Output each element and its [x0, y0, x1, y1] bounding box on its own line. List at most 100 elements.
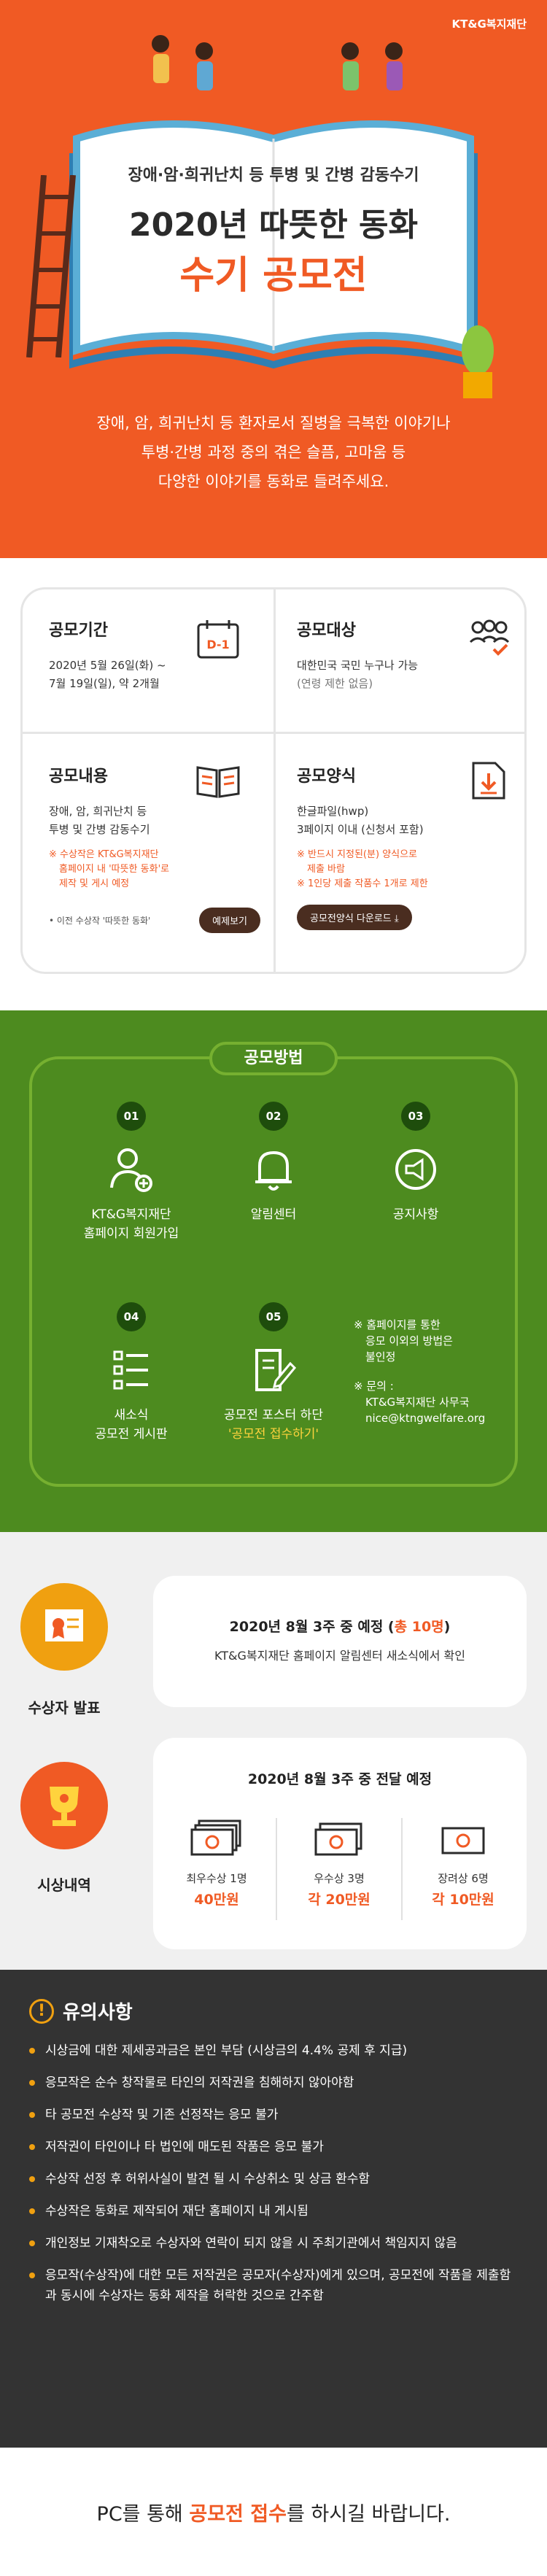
- caution-list: 시상금에 대한 제세공과금은 본인 부담 (시상금의 4.4% 공제 후 지급)…: [29, 2041, 518, 2306]
- period-line: 7월 19일(일), 약 2개월: [49, 677, 160, 690]
- caution-item: 개인정보 기재착오로 수상자와 연락이 되지 않을 시 주최기관에서 책임지지 …: [29, 2233, 518, 2254]
- divider: [23, 732, 524, 734]
- hero-intro: 장애, 암, 희귀난치 등 환자로서 질병을 극복한 이야기나 투병·간병 과정…: [0, 409, 547, 496]
- exclamation-icon: !: [29, 1998, 54, 2024]
- method-note-spacer: [354, 1365, 485, 1378]
- format-line: 3페이지 이내 (신청서 포함): [297, 823, 424, 836]
- apply-link-text: '공모전 접수하기': [228, 1427, 319, 1442]
- method-notes: ※ 홈페이지를 통한 응모 이외의 방법은 불인정 ※ 문의 : KT&G복지재…: [354, 1317, 485, 1426]
- prize-label: 시상내역: [37, 1876, 91, 1894]
- caution-item: 응모작은 순수 창작물로 타인의 저작권을 침해하지 않아야함: [29, 2073, 518, 2093]
- caution-title: 유의사항: [63, 2002, 133, 2024]
- step-number: 05: [259, 1302, 288, 1331]
- step-label: 공지사항: [339, 1205, 492, 1224]
- target-cell: 공모대상 대한민국 국민 누구나 가능 (연령 제한 없음): [297, 617, 532, 693]
- caution-section: ! 유의사항 시상금에 대한 제세공과금은 본인 부담 (시상금의 4.4% 공…: [0, 1970, 547, 2448]
- format-note-line: ※ 반드시 지정된(분) 양식으로: [297, 849, 417, 860]
- divider: [401, 1818, 403, 1920]
- prize-amount: 40만원: [194, 1892, 239, 1908]
- ladder-figure-illustration: [26, 175, 76, 357]
- step-number: 01: [117, 1102, 146, 1131]
- calendar-icon: D-1: [197, 620, 239, 659]
- step-label-line: KT&G복지재단: [91, 1207, 171, 1222]
- caution-item: 응모작(수상작)에 대한 모든 저작권은 공모자(수상자)에게 있으며, 공모전…: [29, 2265, 518, 2306]
- divider: [276, 1818, 277, 1920]
- caution-heading: ! 유의사항: [29, 1997, 518, 2024]
- step-label-line: 공모전 게시판: [95, 1427, 168, 1442]
- info-card: 공모기간 2020년 5월 26일(화) ~ 7월 19일(일), 약 2개월 …: [20, 587, 527, 974]
- prev-winner-text: • 이전 수상작 '따뜻한 동화': [49, 916, 151, 926]
- announce-badge: [20, 1583, 108, 1671]
- announce-sub: KT&G복지재단 홈페이지 알림센터 새소식에서 확인: [214, 1649, 465, 1663]
- hero-intro-line: 투병·간병 과정 중의 겪은 슬픔, 고마움 등: [141, 444, 406, 461]
- step-label-line: 새소식: [114, 1408, 149, 1423]
- certificate-icon: [45, 1609, 83, 1641]
- step-number: 03: [401, 1102, 430, 1131]
- method-step-4: 04 새소식 공모전 게시판: [55, 1302, 208, 1444]
- announce-title-text: ): [443, 1619, 451, 1635]
- money-stack-icon: [314, 1822, 362, 1856]
- cactus-plant-illustration: [462, 325, 494, 398]
- divider: [274, 589, 276, 972]
- method-step-5: 05 공모전 포스터 하단 '공모전 접수하기': [197, 1302, 350, 1444]
- caution-item: 타 공모전 수상작 및 기존 선정작는 응모 불가: [29, 2105, 518, 2125]
- step-label: 공모전 포스터 하단 '공모전 접수하기': [197, 1406, 350, 1444]
- hero-intro-line: 다양한 이야기를 동화로 들려주세요.: [158, 473, 389, 490]
- announce-title-accent: 총 10명: [394, 1619, 444, 1635]
- target-line: 대한민국 국민 누구나 가능: [297, 659, 419, 672]
- step-label-line: 알림센터: [250, 1207, 297, 1222]
- brand-logo: KT&G복지재단: [451, 18, 527, 31]
- prize-badge: [20, 1762, 108, 1849]
- content-line: 장애, 암, 희귀난치 등: [49, 805, 147, 818]
- period-cell: 공모기간 2020년 5월 26일(화) ~ 7월 19일(일), 약 2개월: [49, 617, 284, 693]
- example-button[interactable]: 예제보기: [199, 908, 260, 933]
- trophy-icon: [50, 1787, 79, 1826]
- footer-accent: 공모전 접수: [189, 2502, 287, 2526]
- content-note-line: ※ 수상작은 KT&G복지재단: [49, 849, 159, 860]
- money-bill-icon: [441, 1827, 485, 1854]
- step-label-line: 공모전 포스터 하단: [224, 1408, 323, 1423]
- step-number: 04: [117, 1302, 146, 1331]
- list-board-icon: [113, 1350, 148, 1390]
- hero-title-line2: 수기 공모전: [179, 254, 368, 298]
- contact-email[interactable]: nice@ktngwelfare.org: [365, 1412, 486, 1425]
- method-note-line: 불인정: [365, 1350, 396, 1364]
- announce-title: 2020년 8월 3주 중 예정 (총 10명): [153, 1616, 527, 1636]
- format-cell: 공모양식 한글파일(hwp) 3페이지 이내 (신청서 포함) ※ 반드시 지정…: [297, 763, 532, 930]
- download-form-button[interactable]: 공모전양식 다운로드 ⤓: [297, 905, 412, 930]
- caution-item: 시상금에 대한 제세공과금은 본인 부담 (시상금의 4.4% 공제 후 지급): [29, 2041, 518, 2061]
- prize-name: 최우수상 1명: [186, 1872, 247, 1885]
- prev-winner-row: • 이전 수상작 '따뜻한 동화' 예제보기: [49, 908, 260, 933]
- megaphone-icon: [395, 1149, 436, 1190]
- step-label-line: 공지사항: [392, 1207, 439, 1222]
- step-label: 새소식 공모전 게시판: [55, 1406, 208, 1444]
- announce-label: 수상자 발표: [28, 1699, 101, 1717]
- period-line: 2020년 5월 26일(화) ~: [49, 659, 166, 672]
- step-label-line: 홈페이지 회원가입: [83, 1226, 179, 1241]
- format-note-line: ※ 1인당 제출 작품수 1개로 제한: [297, 878, 428, 889]
- caution-item: 저작권이 타인이나 타 법인에 매도된 작품은 응모 불가: [29, 2137, 518, 2157]
- info-section: 공모기간 2020년 5월 26일(화) ~ 7월 19일(일), 약 2개월 …: [0, 558, 547, 1010]
- prize-item: 우수상 3명 각 20만원: [284, 1818, 394, 1908]
- download-file-icon: [472, 762, 505, 800]
- content-note: ※ 수상작은 KT&G복지재단 홈페이지 내 '따뜻한 동화'로 제작 및 게시…: [49, 848, 284, 891]
- method-title: 공모방법: [209, 1042, 338, 1075]
- prize-amount: 각 10만원: [432, 1892, 494, 1908]
- hero-intro-line: 장애, 암, 희귀난치 등 환자로서 질병을 극복한 이야기나: [96, 414, 451, 432]
- caution-item: 수상작 선정 후 허위사실이 발견 될 시 수상취소 및 상금 환수함: [29, 2169, 518, 2189]
- prize-amount: 각 20만원: [308, 1892, 371, 1908]
- prize-item: 장려상 6명 각 10만원: [408, 1818, 518, 1908]
- step-label: 알림센터: [197, 1205, 350, 1224]
- format-title: 공모양식: [297, 767, 356, 786]
- method-note-line: ※ 홈페이지를 통한: [354, 1318, 441, 1331]
- period-title: 공모기간: [49, 622, 108, 640]
- footer-text: PC를 통해: [96, 2502, 183, 2526]
- hero-subtitle: 장애·암·희귀난치 등 투병 및 간병 감동수기: [128, 166, 419, 185]
- method-note-line: ※ 문의 :: [354, 1380, 394, 1393]
- method-note-line: 응모 이외의 방법은: [365, 1334, 453, 1347]
- target-title: 공모대상: [297, 622, 356, 640]
- content-line: 투병 및 간병 감동수기: [49, 823, 150, 836]
- caution-item: 수상작은 동화로 제작되어 재단 홈페이지 내 게시됨: [29, 2201, 518, 2221]
